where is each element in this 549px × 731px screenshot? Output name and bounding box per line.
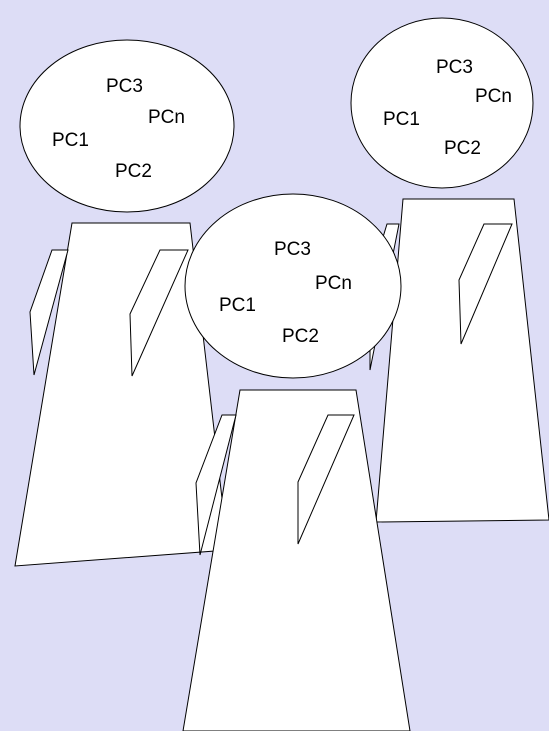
figure-center-label-pc2: PC2 xyxy=(282,326,319,347)
figure-left-label-pcn: PCn xyxy=(148,107,185,128)
figure-left-label-pc2: PC2 xyxy=(115,161,152,182)
figure-center-label-pc3: PC3 xyxy=(274,239,311,260)
figure-right-head-bubble xyxy=(350,17,534,189)
figure-center-body xyxy=(182,389,411,731)
figure-left-label-pc1: PC1 xyxy=(52,130,89,151)
figure-right-label-pcn: PCn xyxy=(475,86,512,107)
figure-center-label-pc1: PC1 xyxy=(219,295,256,316)
figure-right-body xyxy=(375,198,549,523)
figure-right-right-arm xyxy=(458,223,513,345)
figure-center-right-arm xyxy=(297,414,355,545)
figure-center: PC3 PCn PC1 PC2 xyxy=(182,193,411,731)
figure-right: PC3 PCn PC1 PC2 xyxy=(350,17,549,523)
figure-center-left-arm xyxy=(195,414,237,556)
figure-right-label-pc2: PC2 xyxy=(444,138,481,159)
figure-left-right-arm xyxy=(129,249,189,377)
figure-center-label-pcn: PCn xyxy=(315,273,352,294)
figure-left-left-arm xyxy=(29,249,69,376)
figure-right-label-pc1: PC1 xyxy=(383,109,420,130)
figure-left: PC3 PCn PC1 PC2 xyxy=(14,39,235,567)
figure-center-head-bubble xyxy=(184,193,402,379)
figure-left-head-bubble xyxy=(19,39,235,213)
figure-left-label-pc3: PC3 xyxy=(106,76,143,97)
figure-right-label-pc3: PC3 xyxy=(436,57,473,78)
